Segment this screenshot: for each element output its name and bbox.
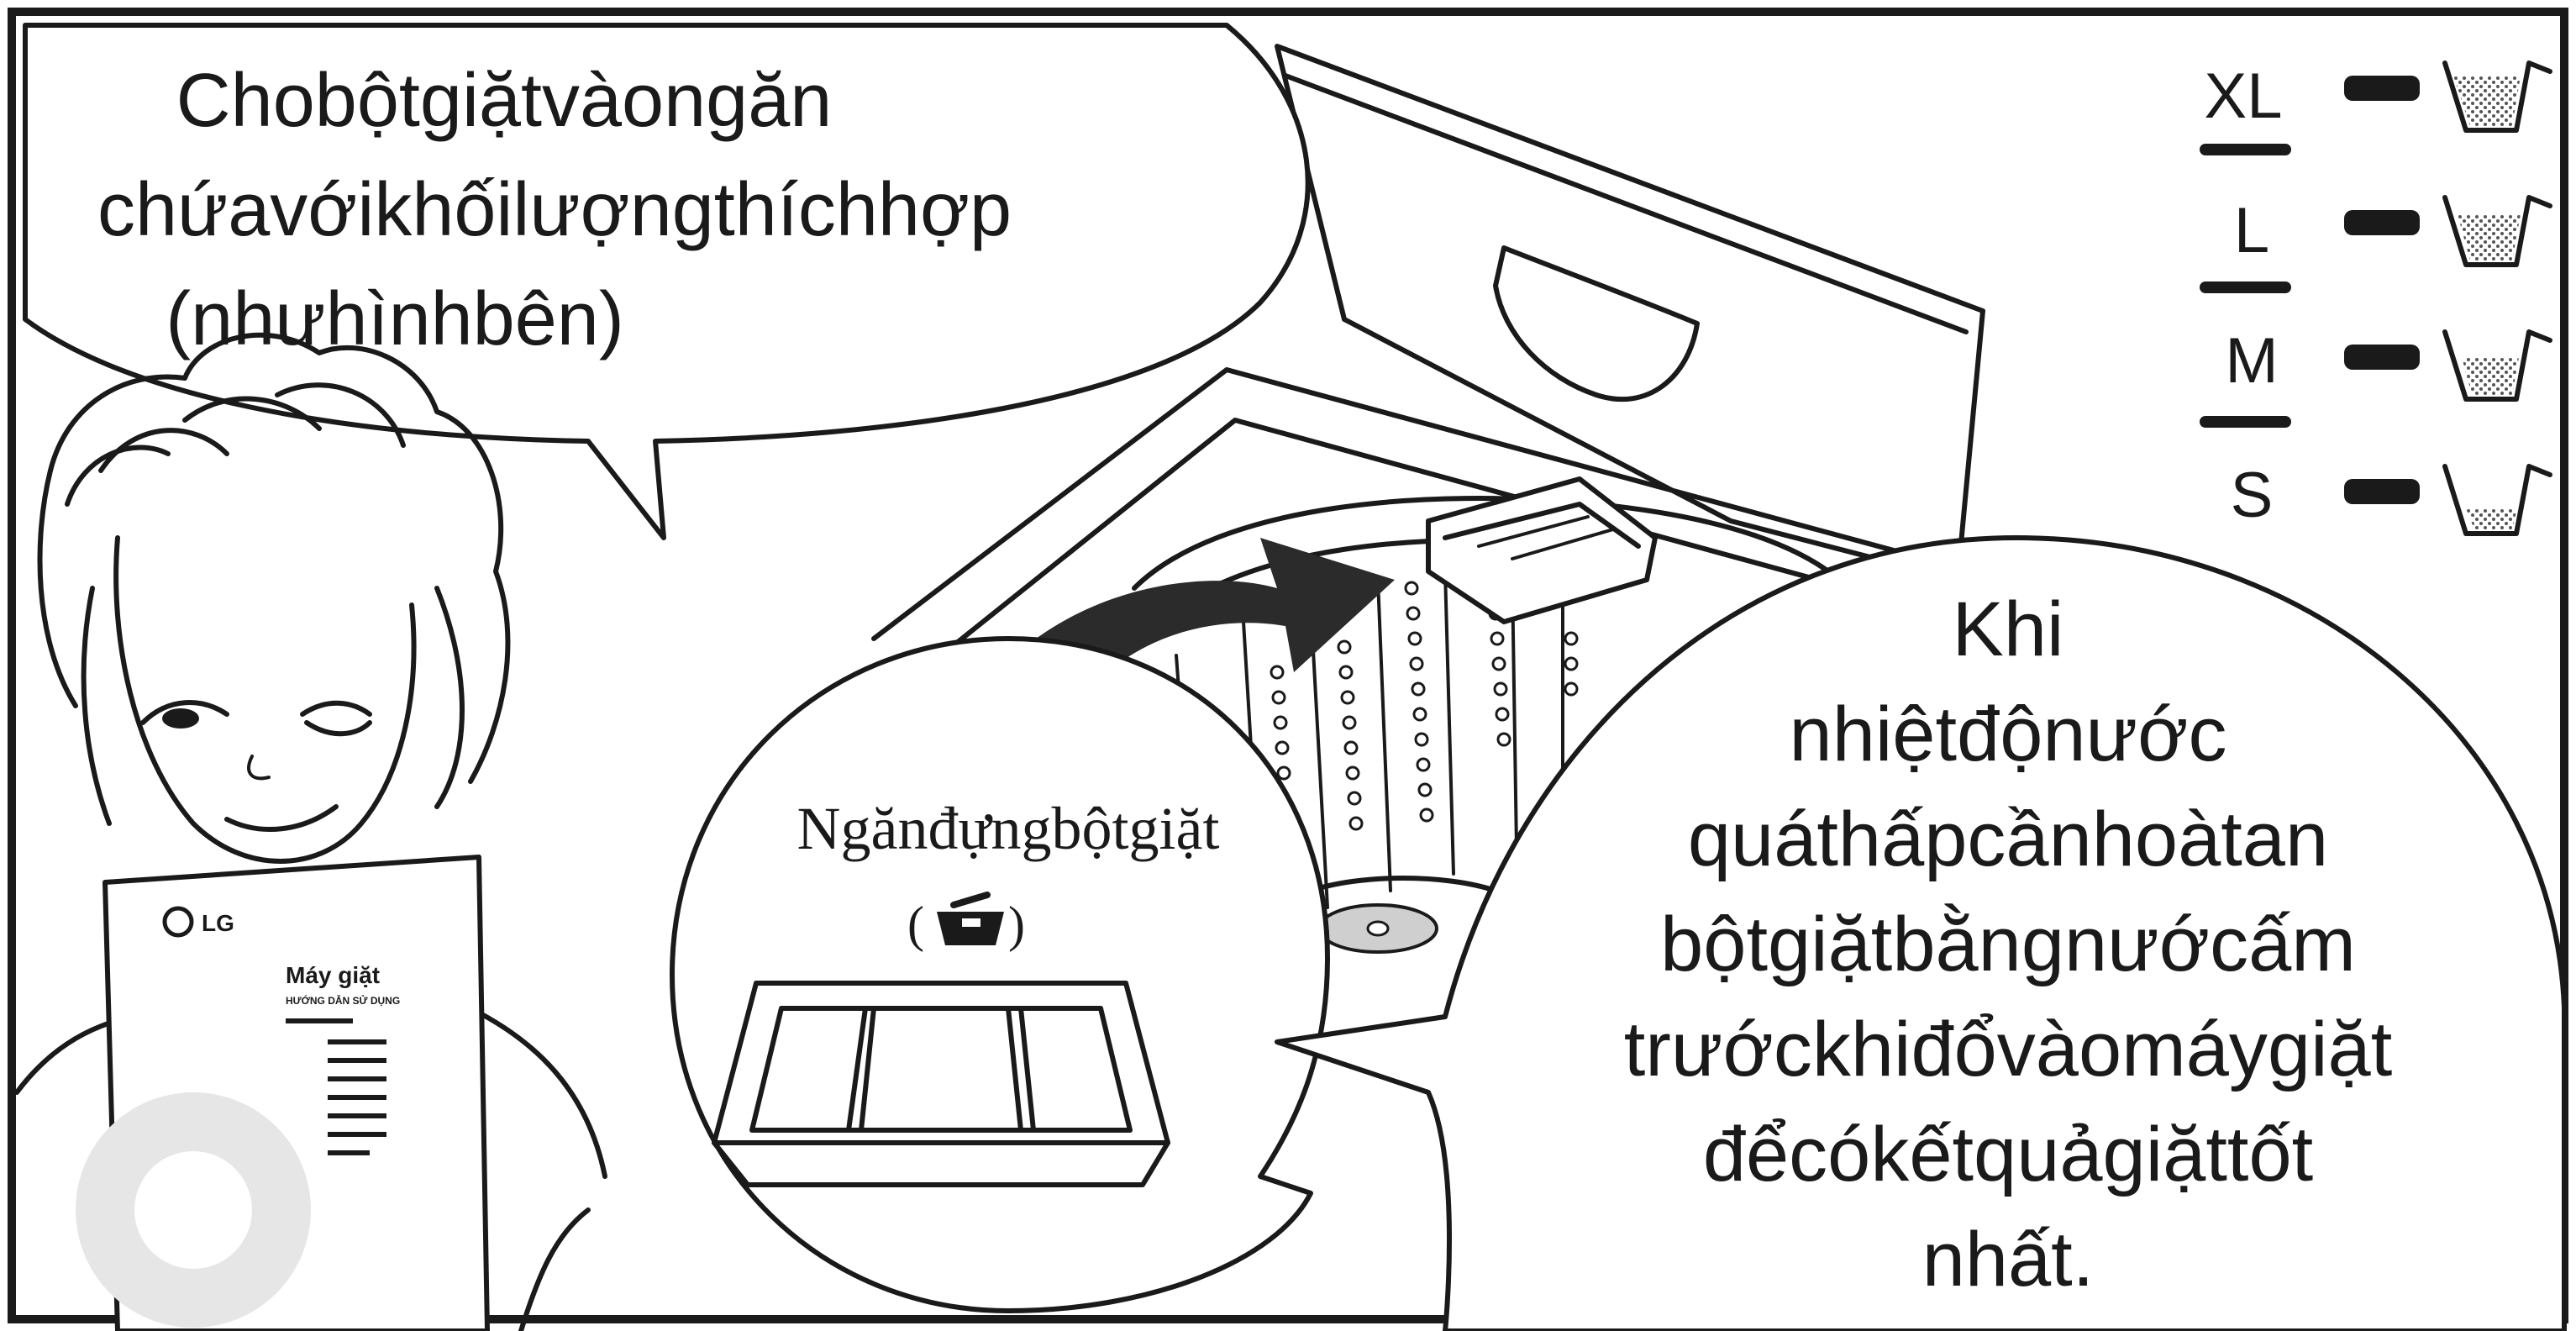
speech-right-line-4: bộtgiặtbằngnướcấm <box>1660 902 2356 987</box>
level-s-label: S <box>2231 460 2274 531</box>
speech-left-line-2: chứavớikhốilượngthíchhợp <box>97 168 1012 252</box>
speech-right-line-5: trướckhiđổvàomáygiặt <box>1624 1007 2393 1092</box>
speech-right-line-1: Khi <box>1953 587 2064 672</box>
tray-label: Ngănđựngbộtgiặt <box>797 795 1220 862</box>
tray-symbol-open: ( <box>907 897 924 952</box>
level-m-label: M <box>2225 325 2278 397</box>
speech-left-line-3: (nhưhìnhbên) <box>166 277 624 361</box>
speech-right-line-6: đểcókếtquảgiặttốt <box>1703 1112 2313 1197</box>
speech-left-line-1: Chobộtgiặtvàongăn <box>176 59 833 143</box>
speech-right-line-2: nhiệtđộnước <box>1790 692 2227 777</box>
detergent-tray-drawing <box>714 983 1168 1185</box>
speech-right-line-3: quáthấpcầnhoàtan <box>1688 797 2328 882</box>
level-xl-label: XL <box>2205 60 2283 132</box>
speech-right-line-7: nhất. <box>1922 1217 2095 1302</box>
manual-subtitle: HƯỚNG DẪN SỬ DỤNG <box>286 994 400 1007</box>
user-manual-booklet: LG Máy giặt HƯỚNG DẪN SỬ DỤNG <box>76 857 487 1331</box>
manual-title: Máy giặt <box>286 962 380 988</box>
tray-callout-bubble <box>672 639 1327 1311</box>
manual-brand: LG <box>202 910 234 936</box>
level-l-label: L <box>2234 195 2269 266</box>
tray-symbol-close: ) <box>1008 897 1025 952</box>
